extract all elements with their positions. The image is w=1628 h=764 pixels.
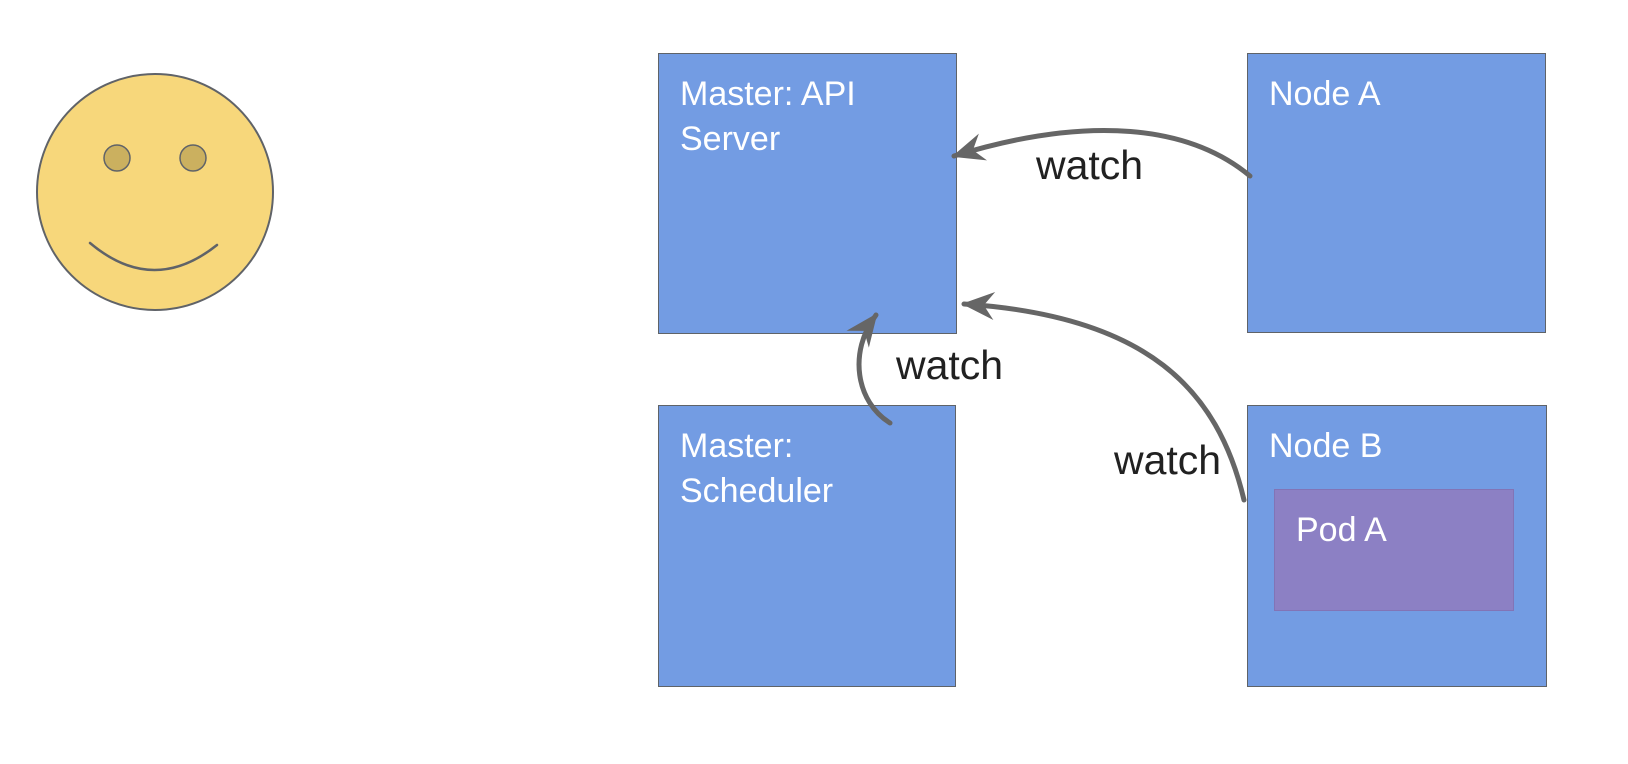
- shape-node-b[interactable]: Node B Pod A: [1247, 405, 1547, 687]
- edge-label-watch-node-a[interactable]: watch: [1036, 142, 1144, 188]
- smiley-head: [36, 73, 274, 311]
- shape-master-scheduler[interactable]: Master: Scheduler: [658, 405, 956, 687]
- shape-label-master-api-server: Master: API Server: [680, 75, 856, 158]
- shape-label-node-a: Node A: [1269, 75, 1381, 113]
- shape-label-node-b: Node B: [1269, 427, 1383, 465]
- shape-label-master-scheduler: Master: Scheduler: [680, 427, 834, 510]
- shape-master-api-server[interactable]: Master: API Server: [658, 53, 957, 334]
- watch-arrow-node-b-to-api-server[interactable]: [961, 292, 1247, 503]
- smiley-face-icon[interactable]: [36, 73, 274, 311]
- shape-node-a[interactable]: Node A: [1247, 53, 1546, 333]
- shape-pod-a[interactable]: Pod A: [1274, 489, 1514, 611]
- smiley-left-eye: [103, 144, 131, 172]
- edge-label-watch-scheduler[interactable]: watch: [896, 342, 1004, 388]
- smiley-mouth: [88, 241, 219, 272]
- watch-arrow-node-a-to-api-server[interactable]: [951, 128, 1253, 179]
- shape-label-pod-a: Pod A: [1296, 511, 1387, 549]
- edge-label-watch-node-b[interactable]: watch: [1114, 437, 1222, 483]
- smiley-right-eye: [179, 144, 207, 172]
- watch-arrow-scheduler-to-api-server[interactable]: [846, 312, 893, 426]
